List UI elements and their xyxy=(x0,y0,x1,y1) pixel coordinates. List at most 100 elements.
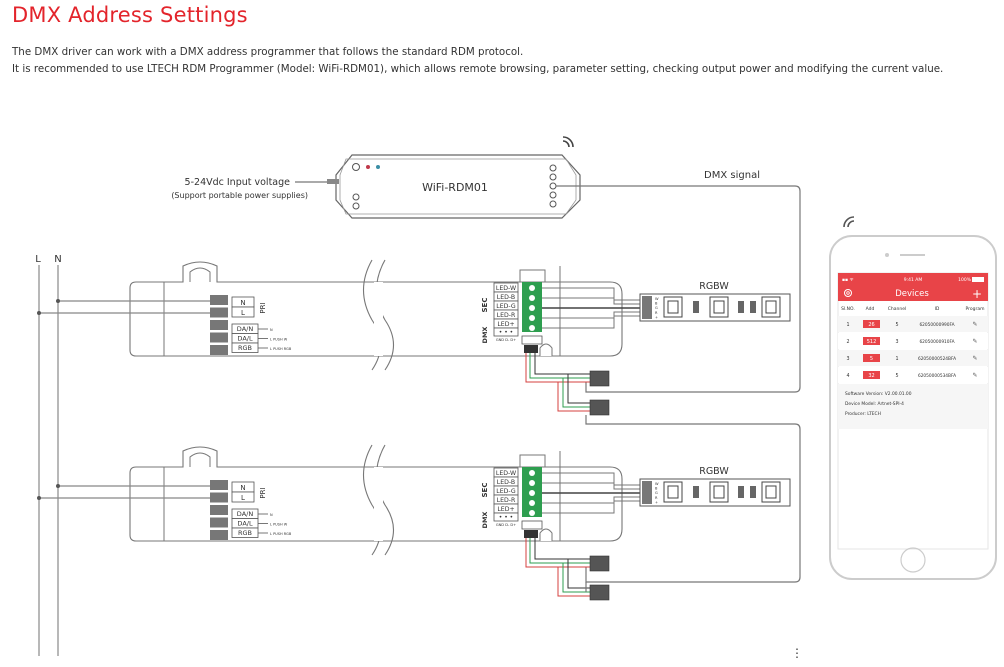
strip-pin-label: B xyxy=(655,302,658,306)
device-id: 62050000534BFA xyxy=(918,373,956,379)
address-value: 5 xyxy=(870,356,873,362)
dmx-link-wire xyxy=(585,415,801,583)
pri-terminal-slot xyxy=(210,345,228,355)
pri-terminal-slot xyxy=(210,505,228,515)
terminal-screw-icon xyxy=(529,490,535,496)
channel-value: 5 xyxy=(895,322,898,328)
dmx-wire-red xyxy=(525,538,590,568)
resistor-icon xyxy=(693,301,699,313)
dmx-terminal: • • • xyxy=(499,514,513,521)
input-voltage-label: 5-24Vdc Input voltage xyxy=(185,177,291,188)
resistor-icon xyxy=(750,486,756,498)
dmx-terminal: • • • xyxy=(499,329,513,336)
strip-pin-label: R xyxy=(655,311,658,315)
add-device-button[interactable]: + xyxy=(972,287,982,301)
device-id: 62050000990FA xyxy=(919,322,954,328)
sec-terminal-label: LED+ xyxy=(497,321,514,328)
home-button[interactable] xyxy=(900,547,926,573)
pri-terminal-slot xyxy=(210,530,228,540)
pri-terminal-slot xyxy=(210,517,228,528)
edit-icon[interactable]: ✎ xyxy=(972,321,977,328)
led-red-icon xyxy=(366,165,370,169)
pri-terminal-slot xyxy=(210,307,228,318)
app-header-title: Devices xyxy=(895,289,929,299)
pri-terminal-slot xyxy=(210,320,228,330)
table-column-header: Program xyxy=(966,306,985,312)
terminal-screws-left xyxy=(352,193,360,210)
dim-terminal-label: DA/N xyxy=(237,325,254,333)
edit-icon[interactable]: ✎ xyxy=(972,338,977,345)
programmer-device: WiFi-RDM01 xyxy=(295,136,581,219)
led-output-wire xyxy=(542,496,642,504)
edit-icon[interactable]: ✎ xyxy=(972,372,977,379)
button-icon xyxy=(352,163,360,171)
channel-value: 1 xyxy=(895,356,898,362)
terminal-screw-icon xyxy=(529,295,535,301)
dmx-signal-label: DMX signal xyxy=(704,170,760,181)
pri-terminal-slot xyxy=(210,332,228,343)
edit-icon[interactable]: ✎ xyxy=(972,355,977,362)
continuation-dots: ⋮ xyxy=(791,646,803,660)
device-id: 62050000524BFA xyxy=(918,356,956,362)
terminal-screw-icon xyxy=(529,315,535,321)
dmx-pins-label: GND D- D+ xyxy=(496,338,516,342)
address-value: 26 xyxy=(868,322,874,328)
led-output-wire xyxy=(542,315,642,329)
push-label: L PUSH W xyxy=(270,523,288,527)
wifi-signal-icon xyxy=(843,216,855,228)
resistor-icon xyxy=(750,301,756,313)
mains-n-label: N xyxy=(54,254,61,265)
power-jack xyxy=(327,179,339,184)
sec-label: SEC xyxy=(481,483,489,498)
device-id: 62050000910FA xyxy=(919,339,954,345)
battery-icon xyxy=(972,277,984,282)
terminal-screw-icon xyxy=(529,510,535,516)
terminal-screw-icon xyxy=(529,470,535,476)
terminal-screw-icon xyxy=(529,305,535,311)
terminal-screw-icon xyxy=(529,480,535,486)
sec-terminal-label: LED-W xyxy=(496,285,516,292)
led-chip-icon xyxy=(663,481,683,503)
dmx-signal-wire xyxy=(556,185,801,393)
strip-label: RGBW xyxy=(699,281,729,292)
led-output-wire xyxy=(542,287,642,301)
strip-pin-label: R xyxy=(655,496,658,500)
sec-terminal-label: LED-W xyxy=(496,470,516,477)
push-label: L PUSH RGB xyxy=(270,532,292,536)
sec-terminal-label: LED-R xyxy=(497,312,516,319)
dmx-wire-green xyxy=(529,353,590,379)
pri-label: PRI xyxy=(259,487,267,498)
device-info-line: Device Model: Artnet-SPI-4 xyxy=(845,401,904,407)
sec-terminal-label: LED-B xyxy=(497,294,515,301)
input-voltage-note: (Support portable power supplies) xyxy=(171,191,308,200)
dim-terminal-label: DA/L xyxy=(237,520,253,528)
row-number: 2 xyxy=(846,339,849,345)
push-label: N xyxy=(270,513,273,517)
pri-terminal-slot xyxy=(210,492,228,503)
strip-pads xyxy=(642,481,652,504)
dmx-connector xyxy=(589,584,610,601)
pri-terminal-slot xyxy=(210,480,228,490)
mains-l-label: L xyxy=(35,254,41,265)
led-chip-icon xyxy=(761,481,781,503)
dmx-plug xyxy=(524,345,538,353)
dmx-wire-red xyxy=(525,353,590,383)
led-output-wire xyxy=(542,472,642,486)
dim-terminal-label: RGB xyxy=(238,529,252,537)
channel-value: 3 xyxy=(895,339,898,345)
dmx-connector xyxy=(589,370,610,387)
status-signal: ▪▪ ᯤ xyxy=(842,278,855,283)
address-badge xyxy=(863,371,880,379)
push-label: N xyxy=(270,328,273,332)
terminal-screw-icon xyxy=(529,500,535,506)
led-output-wire xyxy=(542,311,642,319)
led-chip-icon xyxy=(663,296,683,318)
status-time: 9:41 AM xyxy=(904,277,923,283)
gear-icon[interactable] xyxy=(844,289,852,297)
address-badge xyxy=(863,320,880,328)
